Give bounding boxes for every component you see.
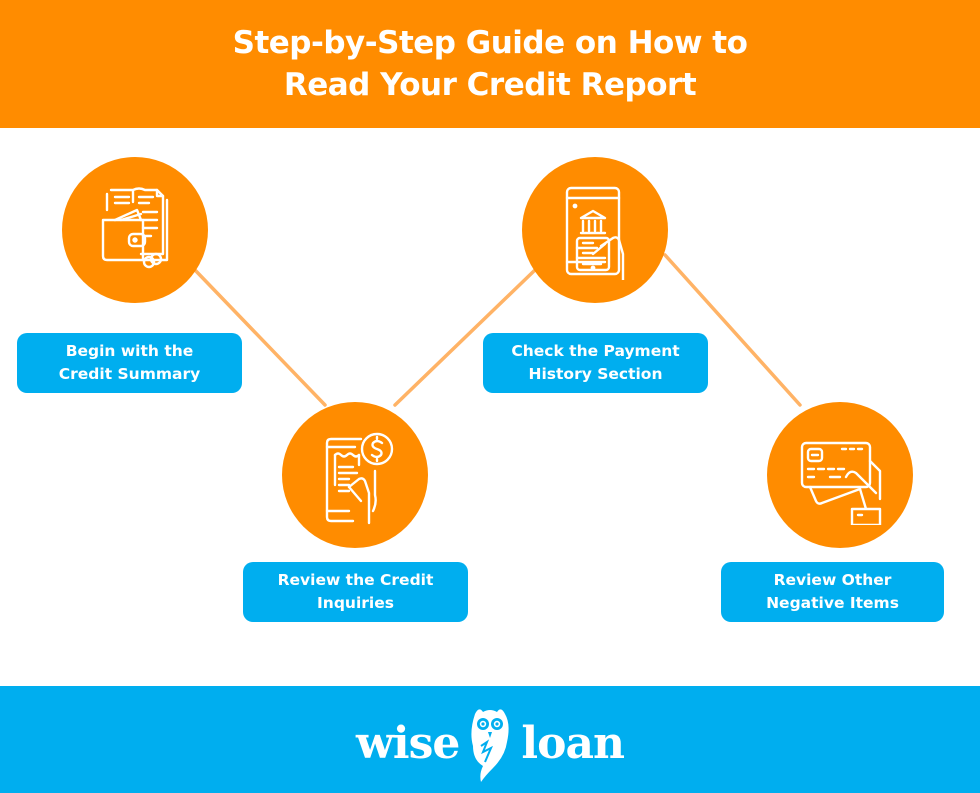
connector-3-4 bbox=[663, 253, 802, 407]
wallet-document-icon bbox=[101, 187, 169, 269]
step-4-label-line-1: Review Other bbox=[773, 571, 892, 589]
step-2-circle bbox=[282, 402, 428, 548]
step-1-circle bbox=[62, 157, 208, 303]
page-title-line-2: Read Your Credit Report bbox=[283, 67, 697, 103]
page-title-line-1: Step-by-Step Guide on How to bbox=[232, 25, 748, 61]
step-1-label: Begin with the Credit Summary bbox=[17, 333, 242, 393]
wiseloan-logo[interactable]: wise loan bbox=[340, 700, 640, 786]
step-1-label-line-1: Begin with the bbox=[65, 342, 194, 360]
header-banner: Step-by-Step Guide on How to Read Your C… bbox=[0, 0, 980, 128]
hand-credit-card-icon bbox=[800, 441, 882, 525]
step-2-label-line-2: Inquiries bbox=[317, 594, 394, 612]
step-3-label-line-1: Check the Payment bbox=[511, 342, 680, 360]
connector-2-3 bbox=[393, 268, 537, 407]
phone-bank-icon bbox=[565, 186, 625, 280]
phone-receipt-dollar-icon bbox=[325, 432, 394, 525]
logo-word-loan: loan bbox=[521, 717, 625, 769]
step-2-label-line-1: Review the Credit bbox=[277, 571, 434, 589]
step-3-label: Check the Payment History Section bbox=[483, 333, 708, 393]
step-4-circle bbox=[767, 402, 913, 548]
step-1-label-line-2: Credit Summary bbox=[58, 365, 201, 383]
owl-icon bbox=[471, 709, 509, 782]
step-connector-lines bbox=[193, 253, 802, 407]
step-4-label-line-2: Negative Items bbox=[766, 594, 899, 612]
connector-1-2 bbox=[193, 268, 327, 407]
step-3-circle bbox=[522, 157, 668, 303]
logo-word-wise: wise bbox=[356, 717, 460, 769]
step-3-label-line-2: History Section bbox=[528, 365, 663, 383]
step-2-label: Review the Credit Inquiries bbox=[243, 562, 468, 622]
step-4-label: Review Other Negative Items bbox=[721, 562, 944, 622]
